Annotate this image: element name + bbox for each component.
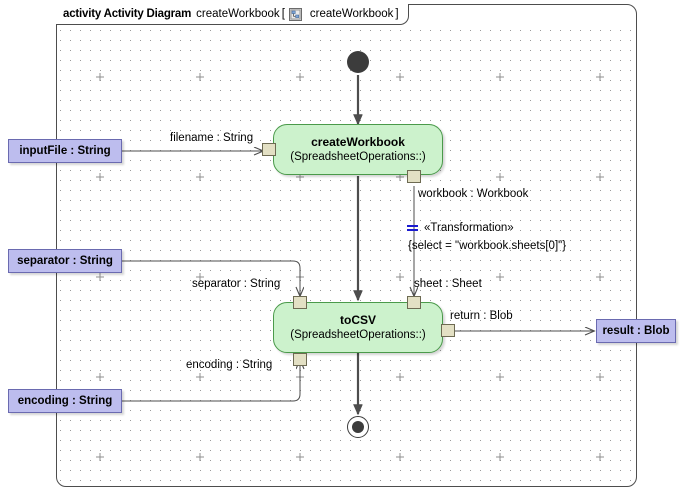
action-tocsv[interactable]: toCSV (SpreadsheetOperations::) [273,302,443,353]
activity-parameter-result[interactable]: result : Blob [596,319,676,343]
activity-final-node-core [352,421,364,433]
frame-bracket-open: [ [281,8,285,20]
activity-parameter-separator[interactable]: separator : String [8,249,122,273]
action-namespace: (SpreadsheetOperations::) [290,328,426,341]
action-namespace: (SpreadsheetOperations::) [290,150,426,163]
transformation-stereotype-row: «Transformation» [406,222,514,234]
action-name: createWorkbook [311,134,405,149]
parameter-label: encoding : String [17,395,113,407]
activity-parameter-inputfile[interactable]: inputFile : String [8,139,122,163]
edge-label-return: return : Blob [450,310,513,322]
edge-label-filename: filename : String [170,132,254,144]
parameter-label: separator : String [17,255,113,267]
activity-diagram-icon [288,7,302,21]
output-pin-return[interactable] [441,324,455,337]
diagram-frame-header[interactable]: activity Activity Diagram createWorkbook… [56,4,409,25]
output-pin-workbook[interactable] [407,170,421,183]
parameter-label: inputFile : String [19,145,111,157]
input-pin-filename[interactable] [262,143,276,156]
action-createworkbook[interactable]: createWorkbook (SpreadsheetOperations::) [273,124,443,175]
frame-bracket-close: ] [395,8,399,20]
initial-node[interactable] [347,51,369,73]
input-pin-sheet[interactable] [407,296,421,309]
frame-qualified-name: createWorkbook [309,8,394,20]
input-pin-separator[interactable] [293,296,307,309]
transformation-icon [406,222,419,234]
action-name: toCSV [340,312,376,327]
edge-label-separator: separator : String [192,278,281,290]
transformation-constraint: {select = "workbook.sheets[0]"} [408,240,567,252]
frame-name: createWorkbook [196,8,280,20]
edge-label-sheet: sheet : Sheet [414,278,482,290]
transformation-stereotype-label: «Transformation» [424,222,514,234]
edge-label-workbook: workbook : Workbook [418,188,529,200]
activity-parameter-encoding[interactable]: encoding : String [8,389,122,413]
parameter-label: result : Blob [602,325,670,337]
edge-label-encoding: encoding : String [186,359,273,371]
frame-keyword: activity Activity Diagram [63,8,192,20]
input-pin-encoding[interactable] [293,353,307,366]
